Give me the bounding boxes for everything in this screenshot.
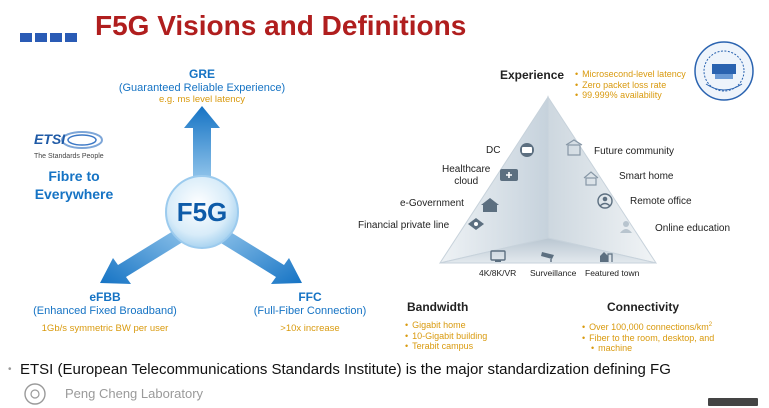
etsi-tagline: The Standards People (34, 153, 104, 160)
connectivity-bullet-text: Over 100,000 connections/km (589, 322, 709, 332)
experience-bullets: Microsecond-level latency Zero packet lo… (575, 69, 686, 101)
surveillance-icon (541, 252, 554, 262)
gre-subtitle: (Guaranteed Reliable Experience) (118, 82, 286, 94)
ffc-subtitle: (Full-Fiber Connection) (253, 305, 367, 317)
bandwidth-bullet: 10-Gigabit building (405, 331, 487, 342)
financial-label: Financial private line (358, 220, 450, 231)
etsi-name: ETSI (34, 131, 66, 147)
footer-bullet-dot: • (8, 364, 12, 375)
healthcare-line-2: cloud (454, 176, 479, 187)
slide-controls[interactable] (708, 398, 758, 406)
vr-icon (490, 250, 506, 262)
healthcare-line-1: Healthcare (442, 164, 491, 175)
bandwidth-bullet: Terabit campus (405, 341, 487, 352)
efbb-title: eFBB (89, 290, 121, 304)
connectivity-bullet-sup: 2 (708, 322, 713, 328)
arrow-up-gre (184, 106, 220, 178)
title-square-1 (20, 33, 32, 42)
gre-example: e.g. ms level latency (158, 94, 246, 105)
connectivity-bullets: Over 100,000 connections/km2 Fiber to th… (582, 320, 714, 354)
efbb-subtitle: (Enhanced Fixed Broadband) (33, 305, 177, 317)
fibre-line-2: Everywhere (34, 186, 114, 202)
connectivity-bullet: Fiber to the room, desktop, and (582, 333, 714, 344)
ffc-block: FFC (Full-Fiber Connection) >10x increas… (230, 290, 390, 334)
f5g-hub-label: F5G (177, 197, 228, 227)
online-education-icon (620, 221, 632, 233)
f5g-hub-diagram: F5G (100, 106, 302, 284)
etsi-logo: ETSI The Standards People (34, 131, 104, 160)
future-community-icon (565, 139, 583, 156)
experience-bullet: Zero packet loss rate (575, 80, 686, 91)
bandwidth-title: Bandwidth (407, 300, 469, 314)
smart-home-icon (583, 171, 599, 186)
e-government-label: e-Government (400, 198, 464, 209)
connectivity-title: Connectivity (607, 300, 680, 314)
fibre-line-1: Fibre to (48, 168, 100, 184)
experience-title: Experience (500, 68, 565, 82)
arrow-down-right-ffc (216, 228, 302, 284)
ffc-note: >10x increase (280, 323, 340, 334)
healthcare-cloud-label: Healthcare cloud (442, 164, 490, 188)
fibre-everywhere-text: Fibre to Everywhere (33, 167, 115, 203)
bandwidth-bullets: Gigabit home 10-Gigabit building Terabit… (405, 320, 487, 352)
experience-bullet: 99.999% availability (575, 90, 686, 101)
title-square-4 (65, 33, 77, 42)
page-title: F5G Visions and Definitions (95, 10, 467, 41)
ffc-title: FFC (298, 290, 322, 304)
experience-bullet: Microsecond-level latency (575, 69, 686, 80)
dc-label: DC (486, 145, 501, 156)
gre-title: GRE (188, 67, 215, 81)
remote-office-icon (597, 193, 613, 209)
footer-statement: ETSI (European Telecommunications Standa… (20, 361, 671, 378)
future-community-label: Future community (594, 146, 675, 157)
connectivity-bullet-continuation: machine (582, 343, 714, 354)
efbb-block: eFBB (Enhanced Fixed Broadband) 1Gb/s sy… (10, 290, 200, 334)
connectivity-bullet: Over 100,000 connections/km2 (582, 320, 714, 333)
remote-office-label: Remote office (630, 196, 692, 207)
pcl-seal-logo (694, 41, 754, 101)
online-education-label: Online education (655, 223, 731, 234)
e-government-icon (481, 198, 499, 212)
title-square-2 (35, 33, 47, 42)
bandwidth-bullet: Gigabit home (405, 320, 487, 331)
financial-icon (468, 218, 484, 230)
dc-icon (520, 143, 534, 157)
arrow-down-left-efbb (100, 228, 186, 284)
gre-block: GRE (Guaranteed Reliable Experience) e.g… (90, 67, 314, 105)
healthcare-cloud-icon (500, 169, 518, 181)
vr-label: 4K/8K/VR (479, 268, 517, 278)
f5g-hub-circle (165, 175, 239, 249)
pyramid-diagram (438, 95, 658, 264)
footer-org-name: Peng Cheng Laboratory (65, 386, 204, 401)
efbb-note: 1Gb/s symmetric BW per user (41, 323, 169, 334)
title-square-3 (50, 33, 62, 42)
smart-home-label: Smart home (619, 171, 674, 182)
featured-town-icon (600, 252, 613, 262)
surveillance-label: Surveillance (530, 268, 577, 278)
footer-logo-icon (24, 383, 46, 405)
featured-town-label: Featured town (585, 268, 640, 278)
